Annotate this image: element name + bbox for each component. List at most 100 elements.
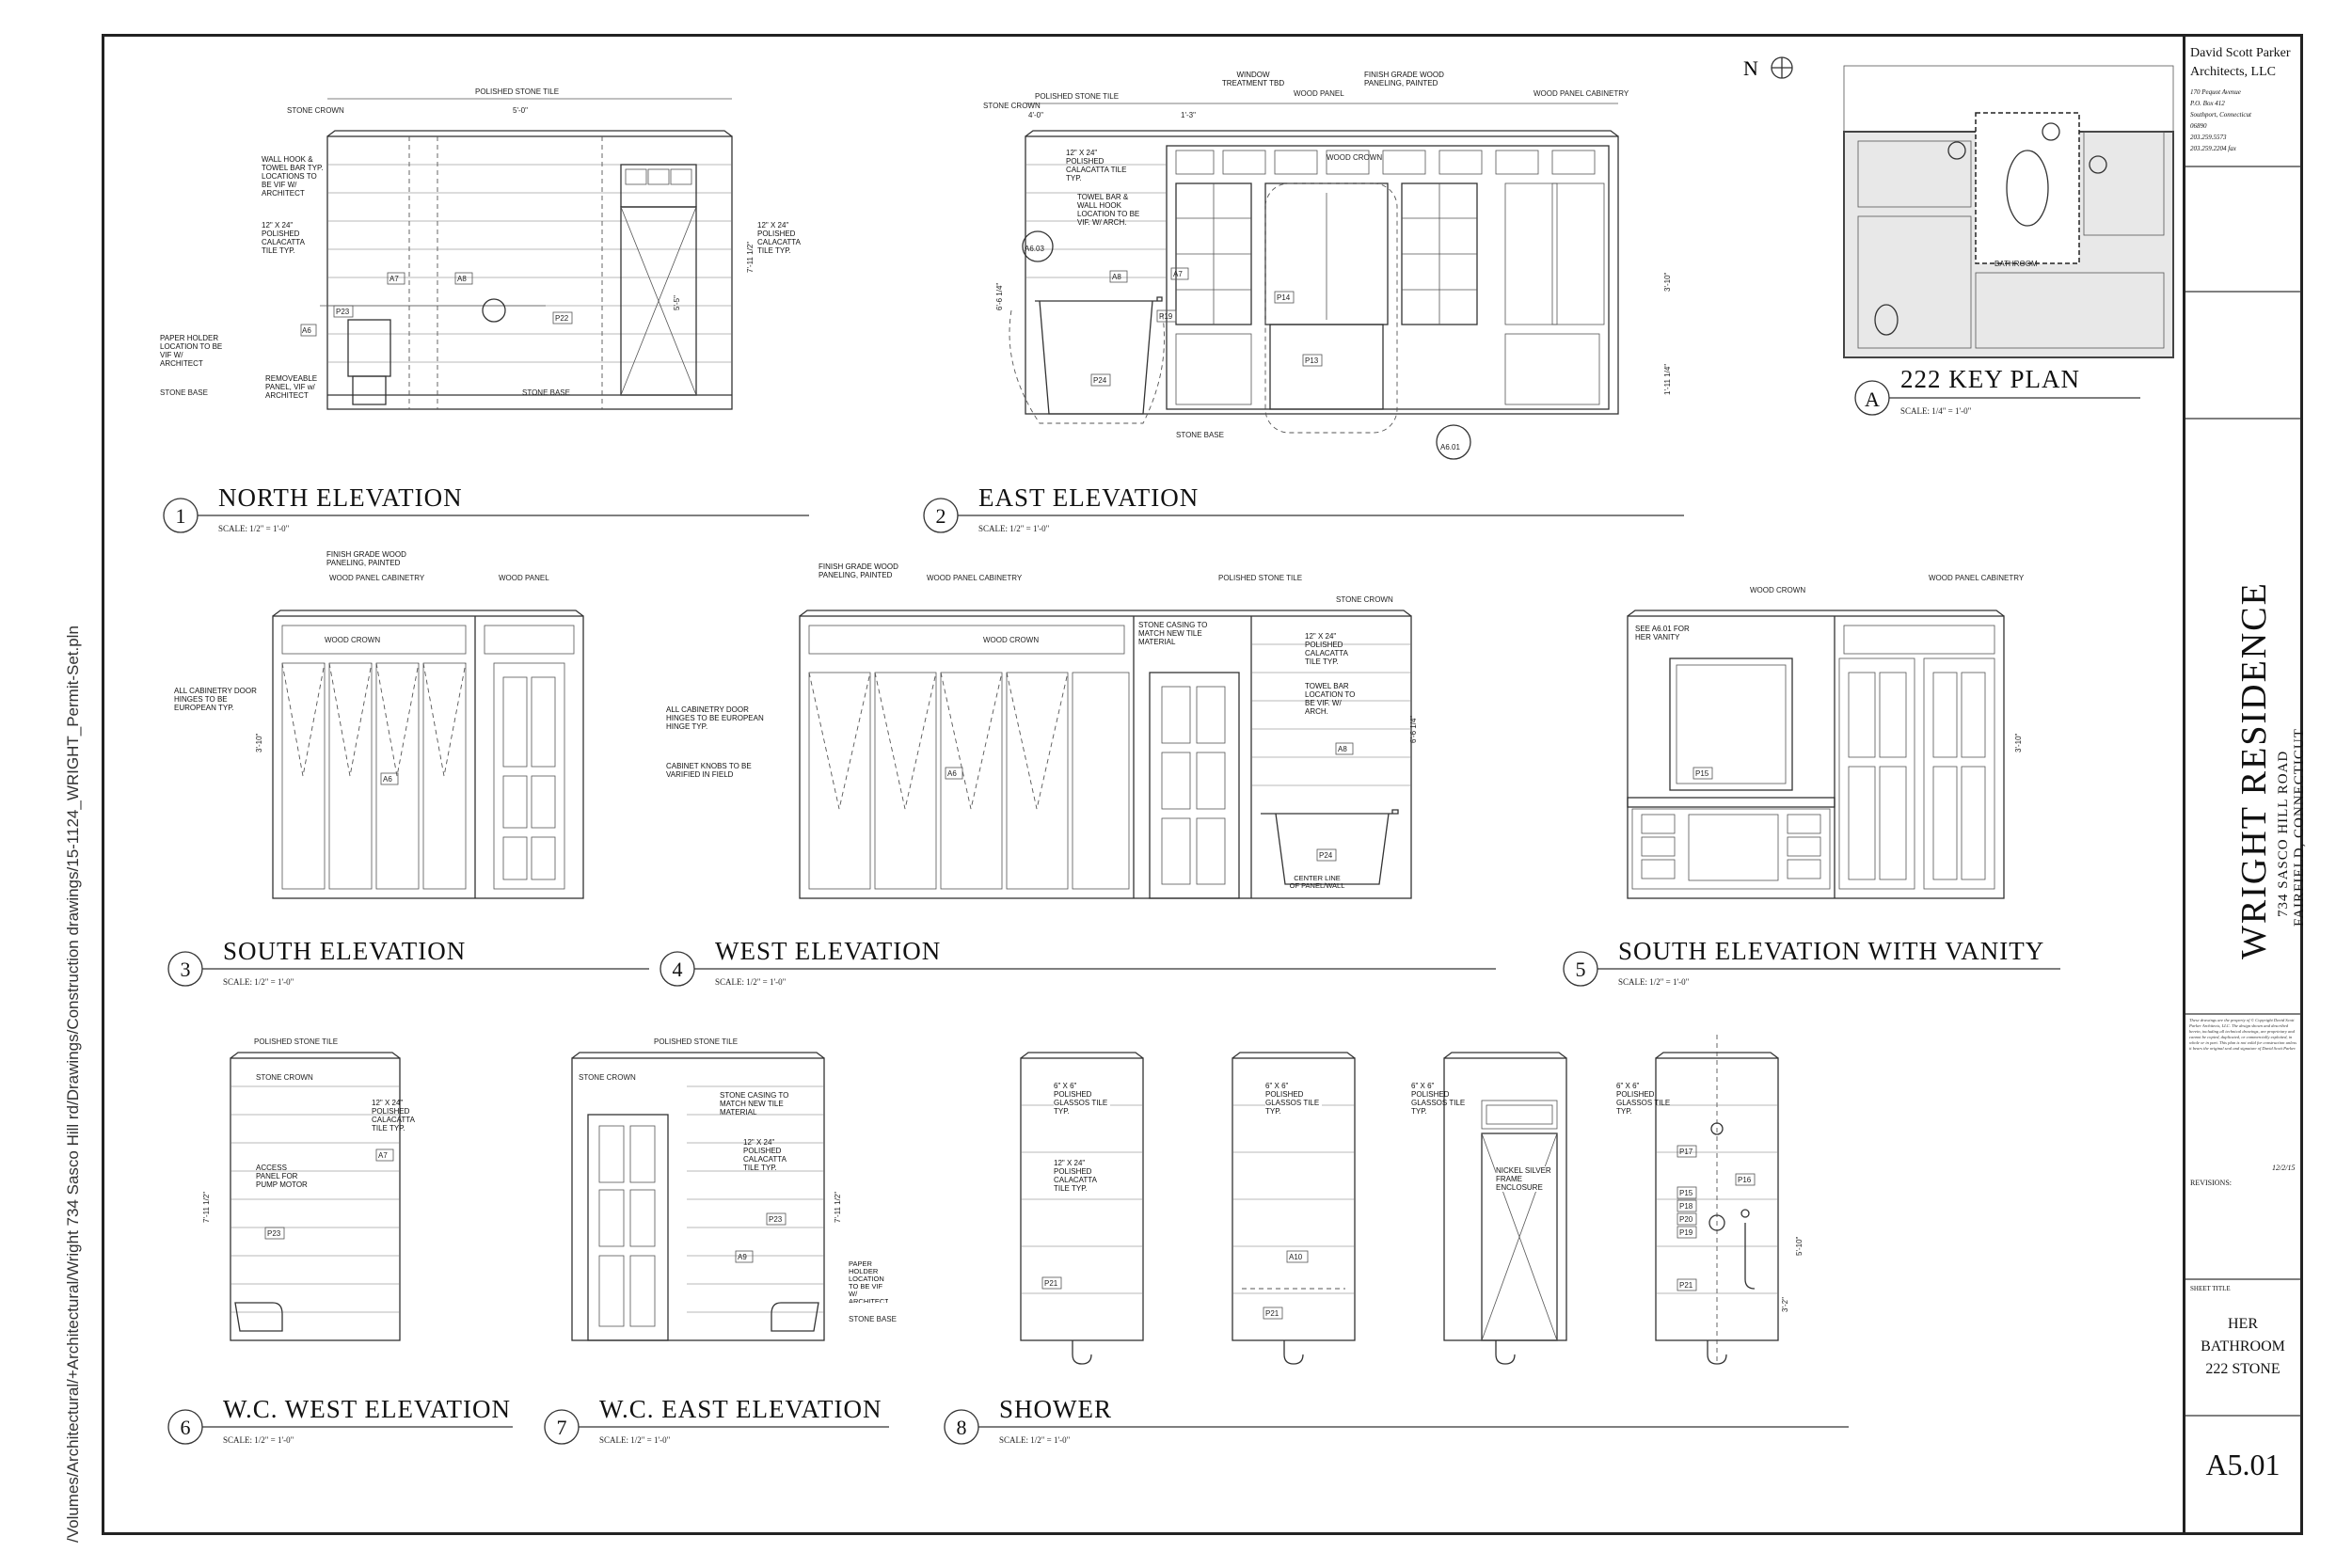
detail-marker-a601 (1436, 424, 1471, 460)
tag-a9: A9 (738, 1253, 747, 1261)
tag-p17: P17 (1679, 1148, 1693, 1156)
note-finish-grade-3: FINISH GRADE WOOD PANELING, PAINTED (818, 562, 898, 579)
note-glassos-4: 6" X 6" POLISHED GLASSOS TILE TYP. (1616, 1082, 1671, 1116)
tag-p21-1: P21 (1044, 1279, 1058, 1288)
north-arrow-icon (1771, 56, 1793, 79)
note-calacatta-4: 12" X 24" POLISHED CALACATTA TILE TYP. (1305, 632, 1348, 666)
dim-north-width: 5'-0" (513, 106, 528, 115)
view-number-6: 6 (181, 1416, 191, 1439)
note-see-a601: SEE A6.01 FOR HER VANITY (1635, 625, 1690, 641)
east-elevation: A6.01 A6.03 4'-0" 1'-3" POLISHED STONE T… (983, 71, 1672, 460)
view-number-8: 8 (957, 1416, 967, 1439)
note-calacatta-5: 12" X 24" POLISHED CALACATTA TILE TYP. (372, 1099, 415, 1132)
dim-north-height: 7'-11 1/2" (746, 242, 755, 273)
dim-vanity-cab: 3'-10" (2014, 733, 2023, 752)
firm-phone: 203.259.5573 (2190, 134, 2227, 141)
note-wood-panel-cab-4: WOOD PANEL CABINETRY (1929, 574, 2025, 582)
tag-p23-1: P23 (336, 308, 350, 316)
tag-p19-2: P19 (1679, 1228, 1693, 1237)
note-stone-casing-2: STONE CASING TO MATCH NEW TILE MATERIAL (720, 1091, 789, 1117)
note-wood-crown-2: WOOD CROWN (325, 636, 380, 644)
dim-east-base: 1'-11 1/4" (1663, 364, 1672, 395)
view-number-4: 4 (673, 958, 683, 981)
sheet-title-label: SHEET TITLE (2190, 1285, 2231, 1292)
west-elevation: FINISH GRADE WOOD PANELING, PAINTED WOOD… (666, 562, 1418, 899)
view-title-3: SOUTH ELEVATION (223, 937, 466, 965)
view-scale-6: SCALE: 1/2" = 1'-0" (223, 1435, 294, 1445)
project-title: WRIGHT RESIDENCE (2234, 581, 2274, 959)
wc-east-elevation: POLISHED STONE TILE STONE CROWN STONE CA… (571, 1037, 897, 1341)
note-polished-stone-tile: POLISHED STONE TILE (475, 87, 559, 96)
dim-south-cab: 3'-10" (255, 733, 263, 752)
note-polished-stone-tile-2: POLISHED STONE TILE (1035, 92, 1119, 101)
note-glassos-3: 6" X 6" POLISHED GLASSOS TILE TYP. (1411, 1082, 1466, 1116)
firm-addr-1: 170 Pequot Avenue (2190, 88, 2241, 96)
tile-grid-4 (1251, 643, 1411, 786)
note-stone-base-4: STONE BASE (849, 1315, 897, 1323)
wc-west-elevation: POLISHED STONE TILE STONE CROWN 12" X 24… (202, 1037, 415, 1341)
note-center-line: CENTER LINE OF PANEL/WALL (1289, 875, 1345, 890)
note-stone-crown-5: STONE CROWN (579, 1073, 636, 1082)
note-stone-base-3: STONE BASE (1176, 431, 1224, 439)
north-elevation: POLISHED STONE TILE 5'-0" STONE CROWN WA… (160, 87, 801, 410)
note-access-panel: ACCESS PANEL FOR PUMP MOTOR (256, 1164, 308, 1189)
dim-east-cab: 3'-10" (1663, 272, 1672, 292)
shower-elevations: 6" X 6" POLISHED GLASSOS TILE TYP. 12" X… (1020, 1035, 1804, 1365)
key-plan-scale: SCALE: 1/4" = 1'-0" (1900, 406, 1972, 416)
key-plan: N BATHROOM A 222 KEY PLAN SCALE: 1/4" = … (1743, 56, 2174, 416)
view-scale-4: SCALE: 1/2" = 1'-0" (715, 977, 787, 987)
note-polished-stone-tile-3: POLISHED STONE TILE (1218, 574, 1302, 582)
note-polished-stone-tile-4: POLISHED STONE TILE (254, 1037, 338, 1046)
dim-shower-1: 5'-10" (1795, 1236, 1804, 1256)
tag-a8-1: A8 (457, 275, 467, 283)
tile-grid-7 (687, 1085, 824, 1313)
dim-east-1: 4'-0" (1028, 111, 1043, 119)
tag-a7-1: A7 (389, 275, 399, 283)
tag-a8-3: A8 (1338, 745, 1347, 753)
note-calacatta-7: 12" X 24" POLISHED CALACATTA TILE TYP. (1054, 1159, 1112, 1193)
key-plan-room: BATHROOM (1994, 260, 2038, 268)
tag-p16: P16 (1738, 1176, 1752, 1184)
dim-east-height: 6'-6 1/4" (995, 283, 1004, 310)
tag-p22-1: P22 (555, 314, 569, 323)
view-number-2: 2 (936, 504, 946, 528)
tag-p18: P18 (1679, 1202, 1693, 1211)
tile-grid-2 (1025, 164, 1167, 278)
note-wood-panel-2: WOOD PANEL (499, 574, 549, 582)
note-finish-grade: FINISH GRADE WOOD PANELING, PAINTED (1364, 71, 1444, 87)
drawing-border (102, 34, 2303, 1535)
view-scale-1: SCALE: 1/2" = 1'-0" (218, 524, 290, 533)
tag-p24-2: P24 (1319, 851, 1333, 860)
note-paper-holder-2: PAPER HOLDER LOCATION TO BE VIF W/ ARCHI… (849, 1260, 888, 1303)
view-number-5: 5 (1576, 958, 1586, 981)
firm-name-1: David Scott Parker (2190, 46, 2291, 60)
view-scale-5: SCALE: 1/2" = 1'-0" (1618, 977, 1690, 987)
tag-a7-2: A7 (1173, 270, 1183, 278)
shower-wall-2: 6" X 6" POLISHED GLASSOS TILE TYP. A10 P… (1232, 1052, 1356, 1365)
shower-wall-4: 6" X 6" POLISHED GLASSOS TILE TYP. P17 P… (1616, 1035, 1804, 1365)
sheet-title-line-3: 222 STONE (2205, 1361, 2280, 1377)
tag-p21-2: P21 (1265, 1309, 1279, 1318)
dim-east-2: 1'-3" (1181, 111, 1196, 119)
note-stone-crown-3: STONE CROWN (1336, 595, 1393, 604)
title-block-content: David Scott Parker Architects, LLC 170 P… (2185, 46, 2307, 1481)
note-wood-crown-3: WOOD CROWN (983, 636, 1039, 644)
note-removable-panel: REMOVEABLE PANEL, VIF w/ ARCHITECT (265, 374, 318, 400)
view-number-1: 1 (176, 504, 186, 528)
note-calacatta-6: 12" X 24" POLISHED CALACATTA TILE TYP. (743, 1138, 787, 1172)
tag-a6-3: A6 (947, 769, 957, 778)
note-wood-crown: WOOD CROWN (1327, 153, 1382, 162)
tag-a6-2: A6 (383, 775, 392, 784)
note-hinges-2: ALL CABINETRY DOOR HINGES TO BE EUROPEAN… (666, 705, 764, 731)
tag-a6-1: A6 (302, 326, 311, 335)
firm-addr-3: Southport, Connecticut (2190, 111, 2252, 119)
tag-a603: A6.03 (1025, 245, 1044, 253)
project-address-1: 734 SASCO HILL ROAD (2276, 751, 2291, 917)
dim-shower-2: 3'-2" (1781, 1297, 1789, 1312)
view-title-4: WEST ELEVATION (715, 937, 941, 965)
tag-a7-3: A7 (378, 1151, 388, 1160)
note-wall-hook: WALL HOOK & TOWEL BAR TYP. LOCATIONS TO … (262, 155, 324, 198)
firm-fax: 203.259.2204 fax (2190, 145, 2237, 152)
note-towel-bar-vif: TOWEL BAR LOCATION TO BE VIF. W/ ARCH. (1305, 682, 1356, 716)
sheet-title-line-1: HER (2228, 1316, 2258, 1332)
